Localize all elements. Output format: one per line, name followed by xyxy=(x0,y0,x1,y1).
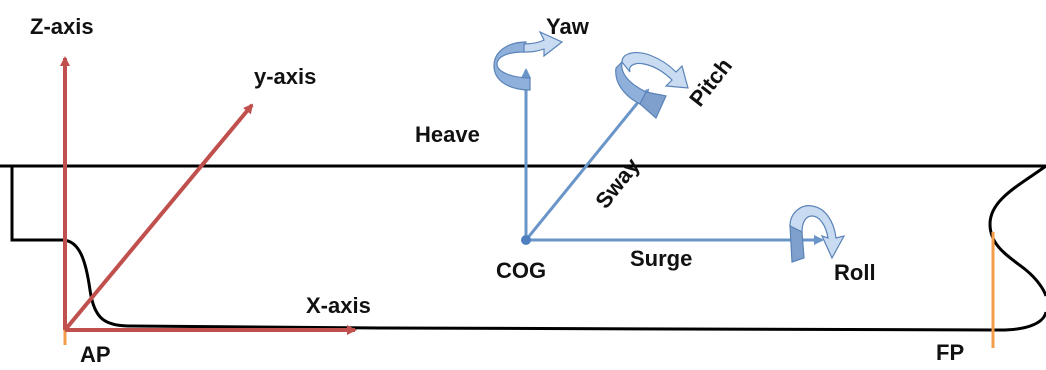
heave-label: Heave xyxy=(415,122,480,147)
y-axis-arrow xyxy=(63,103,254,332)
roll-label: Roll xyxy=(834,260,876,285)
cog-label: COG xyxy=(496,258,546,283)
x-axis-label: X-axis xyxy=(306,293,371,318)
fp-label: FP xyxy=(936,340,964,365)
hull-bow xyxy=(988,164,1046,297)
ap-label: AP xyxy=(80,342,111,365)
yaw-rotation-icon xyxy=(493,30,564,91)
sway-arrow xyxy=(524,88,650,241)
hull-bottom-line xyxy=(379,311,1046,332)
surge-label: Surge xyxy=(630,246,692,271)
z-axis-label: Z-axis xyxy=(30,14,94,39)
hull-stern xyxy=(10,166,381,330)
yaw-label: Yaw xyxy=(546,14,590,39)
motion-axes xyxy=(521,68,824,245)
ship-hull xyxy=(0,164,1046,332)
sway-label: Sway xyxy=(590,153,645,213)
pitch-label: Pitch xyxy=(684,53,737,111)
pitch-rotation-icon xyxy=(615,52,689,119)
roll-rotation-icon xyxy=(789,205,846,263)
y-axis-label: y-axis xyxy=(254,64,316,89)
cog-point xyxy=(521,235,531,245)
global-axes xyxy=(60,56,357,335)
